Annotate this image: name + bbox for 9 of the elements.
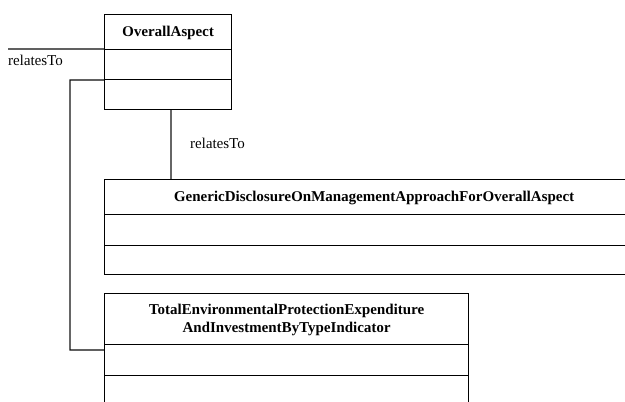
class-box [104, 179, 625, 275]
class-name: GenericDisclosureOnManagementApproachForOverallAspect [172, 188, 576, 206]
class-box [104, 293, 469, 402]
class-box [104, 14, 232, 110]
association-line [170, 110, 172, 179]
class-name: OverallAspect [121, 23, 215, 41]
association-line [69, 79, 104, 351]
class-name: TotalEnvironmentalProtectionExpenditure AndInvestmentByTypeIndicator [148, 301, 426, 337]
association-line [8, 48, 104, 50]
